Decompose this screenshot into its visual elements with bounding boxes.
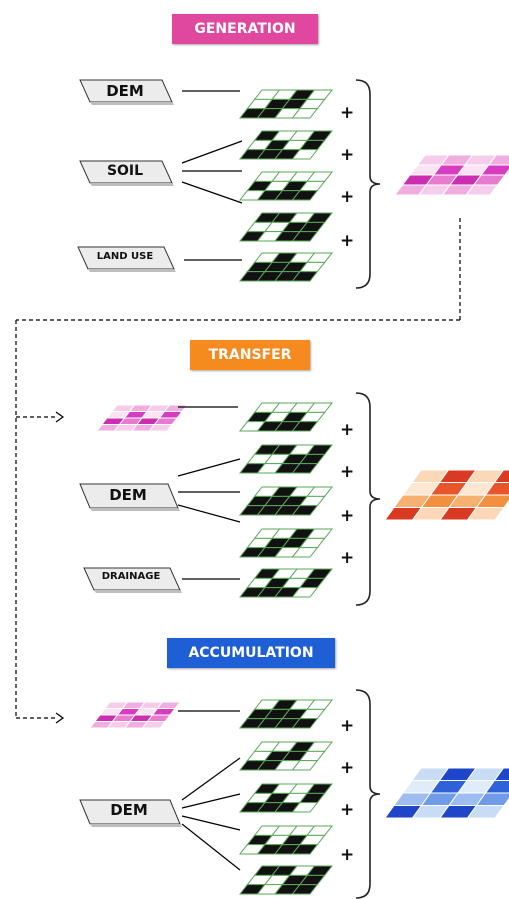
connector-line <box>177 504 241 523</box>
grid-cell <box>291 884 319 895</box>
output-cell <box>141 721 167 729</box>
grid-cell <box>291 587 319 598</box>
connector-line <box>181 181 243 204</box>
plus-operator: + <box>340 548 355 568</box>
grid-cell <box>291 421 319 432</box>
connector-line <box>177 458 241 477</box>
stage-label-accumulation: ACCUMULATION <box>167 638 335 668</box>
connector-line <box>181 823 241 871</box>
output-cell <box>493 767 509 781</box>
input-shadow <box>94 590 182 593</box>
input-grid-generation <box>88 701 182 729</box>
plus-operator: + <box>340 420 355 440</box>
binary-grid <box>238 89 334 119</box>
grid-cell <box>291 844 319 855</box>
input-dem-shape <box>79 79 173 103</box>
brace-accumulation <box>355 689 381 899</box>
grid-cell <box>291 231 319 242</box>
grid-cell <box>291 505 319 516</box>
input-drainage-shape <box>83 567 181 591</box>
brace-generation <box>355 79 381 289</box>
grid-cell <box>291 718 319 729</box>
arrowhead-icon <box>55 712 65 724</box>
input-shadow <box>90 183 174 186</box>
input-shadow <box>90 102 174 105</box>
arrowhead-icon <box>55 411 65 423</box>
binary-grid <box>238 528 334 558</box>
grid-cell <box>291 149 319 160</box>
output-cell <box>493 469 509 483</box>
plus-operator: + <box>340 145 355 165</box>
grid-cell <box>291 108 319 119</box>
output-grid-generation <box>394 154 509 196</box>
grid-cell <box>291 547 319 558</box>
output-cell <box>465 184 499 196</box>
output-grid-transfer <box>384 469 509 521</box>
brace-transfer <box>355 392 381 606</box>
output-cell <box>466 805 505 819</box>
output-grid-accumulation <box>384 767 509 819</box>
binary-grid <box>238 212 334 242</box>
stage-label-generation: GENERATION <box>172 14 318 44</box>
connector-line <box>181 757 241 801</box>
grid-cell <box>291 760 319 771</box>
plus-operator: + <box>340 800 355 820</box>
binary-grid <box>238 699 334 729</box>
grid-cell <box>291 802 319 813</box>
input-shadow <box>90 508 180 511</box>
binary-grid <box>238 825 334 855</box>
input-dem-shape <box>79 483 179 509</box>
plus-operator: + <box>340 506 355 526</box>
output-cell <box>484 482 509 496</box>
output-cell <box>484 780 509 794</box>
connector-line <box>181 793 241 809</box>
input-shadow <box>88 269 176 272</box>
binary-grid <box>238 741 334 771</box>
plus-operator: + <box>340 758 355 778</box>
grid-cell <box>291 271 319 282</box>
output-cell <box>487 154 509 166</box>
binary-grid <box>238 252 334 282</box>
binary-grid <box>238 402 334 432</box>
plus-operator: + <box>340 462 355 482</box>
grid-cell <box>291 463 319 474</box>
binary-grid <box>238 568 334 598</box>
grid-cell <box>291 190 319 201</box>
output-cell <box>466 507 505 521</box>
plus-operator: + <box>340 187 355 207</box>
output-cell <box>148 424 174 432</box>
connector-line <box>181 815 241 831</box>
plus-operator: + <box>340 103 355 123</box>
input-soil-shape <box>79 160 173 184</box>
plus-operator: + <box>340 716 355 736</box>
binary-grid <box>238 486 334 516</box>
binary-grid <box>238 130 334 160</box>
binary-grid <box>238 865 334 895</box>
plus-operator: + <box>340 231 355 251</box>
binary-grid <box>238 171 334 201</box>
binary-grid <box>238 783 334 813</box>
input-dem-shape <box>79 799 181 825</box>
plus-operator: + <box>340 845 355 865</box>
stage-label-transfer: TRANSFER <box>190 340 310 370</box>
input-shadow <box>90 824 182 827</box>
binary-grid <box>238 444 334 474</box>
input-land-use-shape <box>77 246 175 270</box>
connector-line <box>181 140 243 164</box>
input-grid-generation <box>95 404 189 432</box>
